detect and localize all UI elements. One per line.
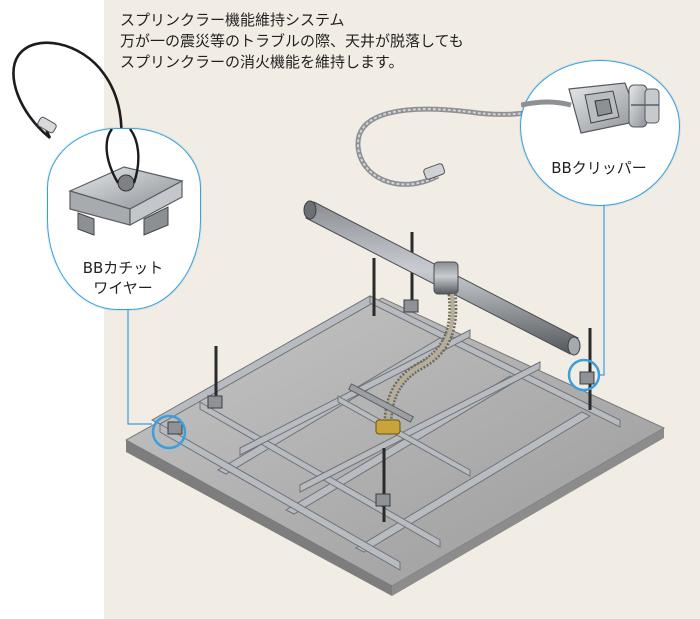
callout-label-left: BBカチット ワイヤー: [47, 258, 199, 298]
bb-kachitto-clip-illustration: [68, 128, 184, 236]
callout-left-line-1: BBカチット: [82, 259, 164, 277]
leader-line-right: [600, 200, 605, 376]
caption-line-3: スプリンクラーの消火機能を維持します。: [120, 53, 404, 71]
highlight-circle-left: [151, 414, 187, 450]
callout-bb-clipper: [520, 60, 680, 206]
grid-clips: [167, 299, 595, 507]
bb-clipper-illustration: [520, 82, 660, 134]
callout-bb-kachitto-wire: [47, 128, 201, 310]
caption-line-1: スプリンクラー機能維持システム: [120, 11, 345, 29]
callout-right-line-1: BBクリッパー: [551, 159, 647, 177]
wire-loop-left: [12, 41, 123, 153]
callout-label-right: BBクリッパー: [520, 158, 678, 178]
highlight-circle-right: [567, 358, 601, 392]
sprinkler-head: [348, 383, 414, 435]
caption-line-2: 万が一の震災等のトラブルの際、天井が脱落しても: [120, 32, 464, 50]
caption: スプリンクラー機能維持システム 万が一の震災等のトラブルの際、天井が脱落しても …: [120, 10, 560, 73]
callout-left-line-2: ワイヤー: [93, 279, 153, 297]
leader-line-left: [127, 302, 152, 425]
wire-loop-right: [355, 101, 567, 187]
sprinkler-main-pipe: [303, 200, 581, 356]
